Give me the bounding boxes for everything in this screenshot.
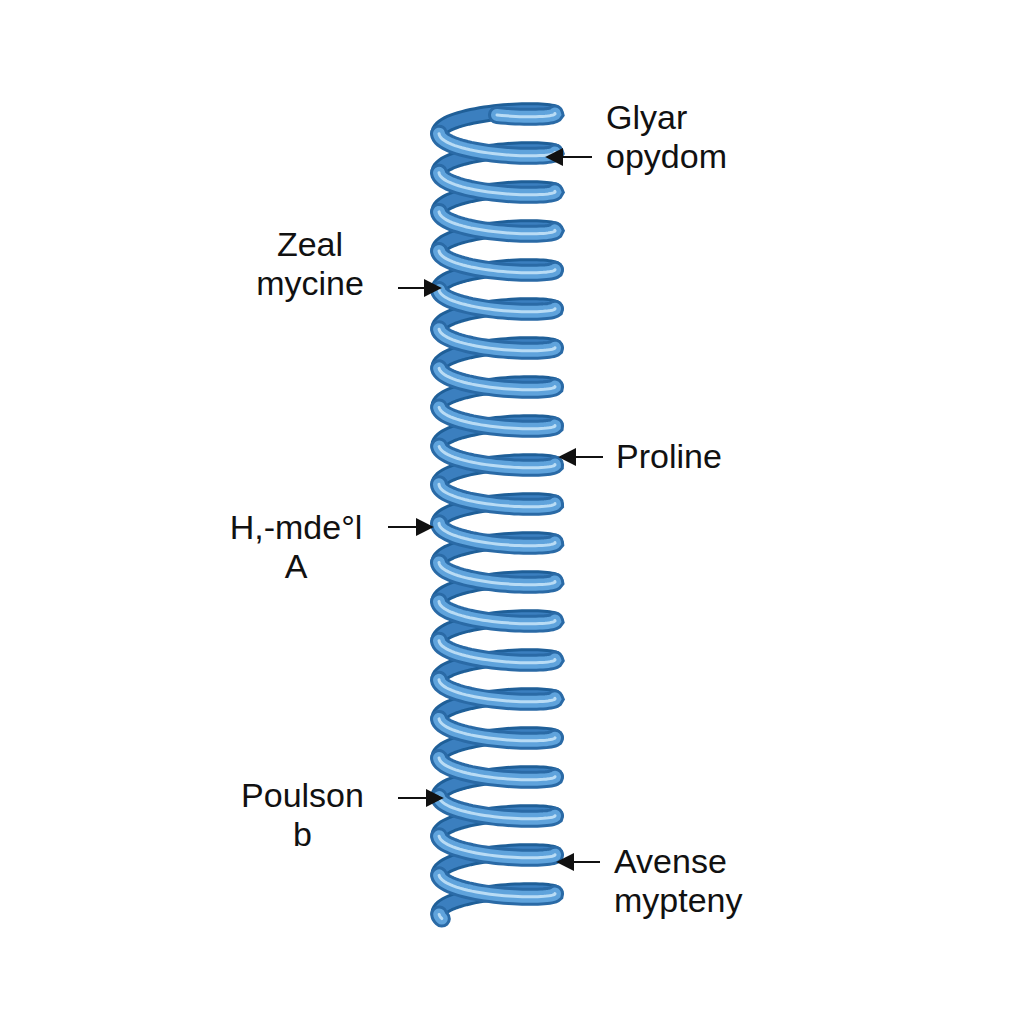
helix-back (439, 111, 555, 915)
helix-coil (439, 641, 555, 663)
helix-coil (439, 447, 555, 468)
helix-coil (439, 562, 555, 584)
helix-coil (439, 914, 442, 918)
helix-coil (439, 680, 555, 702)
helix-front (439, 113, 555, 918)
helix-coil (439, 484, 555, 507)
helix-coil (439, 484, 555, 507)
helix-coil (439, 641, 555, 663)
helix-coil (439, 447, 555, 468)
helix-coil (439, 173, 555, 195)
helix-coil (439, 836, 555, 858)
part-label: H,-mde°l A (221, 508, 371, 586)
helix-coil (439, 719, 555, 741)
helix-coil (439, 484, 555, 507)
leader-arrow (560, 456, 603, 458)
helix-coil (439, 875, 555, 896)
leader-arrow (558, 861, 600, 863)
helix-coil (439, 797, 555, 819)
helix-coil (439, 758, 555, 780)
helix-coil (439, 719, 555, 741)
helix-coil (439, 368, 555, 389)
helix-coil (439, 523, 555, 545)
helix-coil (439, 329, 555, 351)
helix-coil (439, 212, 555, 234)
helix-coil (439, 562, 555, 584)
part-label: Poulson b (235, 776, 370, 854)
helix-coil (439, 134, 555, 156)
helix-coil (439, 212, 555, 234)
helix-coil (439, 836, 555, 858)
helix-coil (439, 719, 555, 741)
helix-coil (439, 758, 555, 780)
helix-coil (439, 407, 555, 428)
helix-coil (439, 111, 555, 134)
helix-coil (439, 562, 555, 584)
helix-coil (439, 680, 555, 702)
helix-coil (439, 523, 555, 545)
helix-coil (439, 173, 555, 195)
helix-coil (439, 368, 555, 389)
leader-arrow (388, 526, 432, 528)
helix-coil (439, 875, 555, 896)
helix-coil (439, 797, 555, 819)
helix-coil (497, 113, 555, 116)
leader-arrow (398, 797, 442, 799)
leader-arrow (398, 287, 440, 289)
helix-coil (439, 407, 555, 428)
part-label: Avense mypteny (614, 842, 789, 920)
helix-coil (439, 680, 555, 702)
helix-coil (439, 111, 555, 134)
helix-coil (439, 212, 555, 234)
helix-coil (439, 290, 555, 312)
helix-coil (439, 914, 442, 918)
part-label: Zeal mycine (235, 225, 385, 303)
helix-coil (439, 134, 555, 156)
helix-coil (439, 602, 555, 624)
helix-coil (439, 758, 555, 780)
leader-lines (388, 157, 603, 862)
helix-coil (439, 602, 555, 624)
helix-coil (439, 329, 555, 351)
helix-coil (439, 836, 555, 858)
helix-coil (439, 251, 555, 273)
helix-coil (497, 113, 555, 116)
helix-coil (439, 173, 555, 195)
helix-coil (497, 113, 555, 116)
helix-coil (439, 523, 555, 545)
part-label: Proline (616, 437, 816, 476)
helix-coil (439, 290, 555, 312)
leader-arrow (547, 156, 592, 158)
helix-coil (439, 641, 555, 663)
helix-coil (439, 875, 555, 896)
helix-coil (439, 447, 555, 468)
helix-coil (439, 407, 555, 428)
helix-coil (439, 329, 555, 351)
helix-coil (439, 251, 555, 273)
helix-coil (439, 134, 555, 156)
helix-coil (439, 602, 555, 624)
helix-coil (439, 290, 555, 312)
helix-coil (439, 914, 442, 918)
helix-coil (439, 251, 555, 273)
part-label: Glyar opydom (606, 98, 776, 176)
helix-coil (439, 368, 555, 389)
helix-coil (439, 797, 555, 819)
